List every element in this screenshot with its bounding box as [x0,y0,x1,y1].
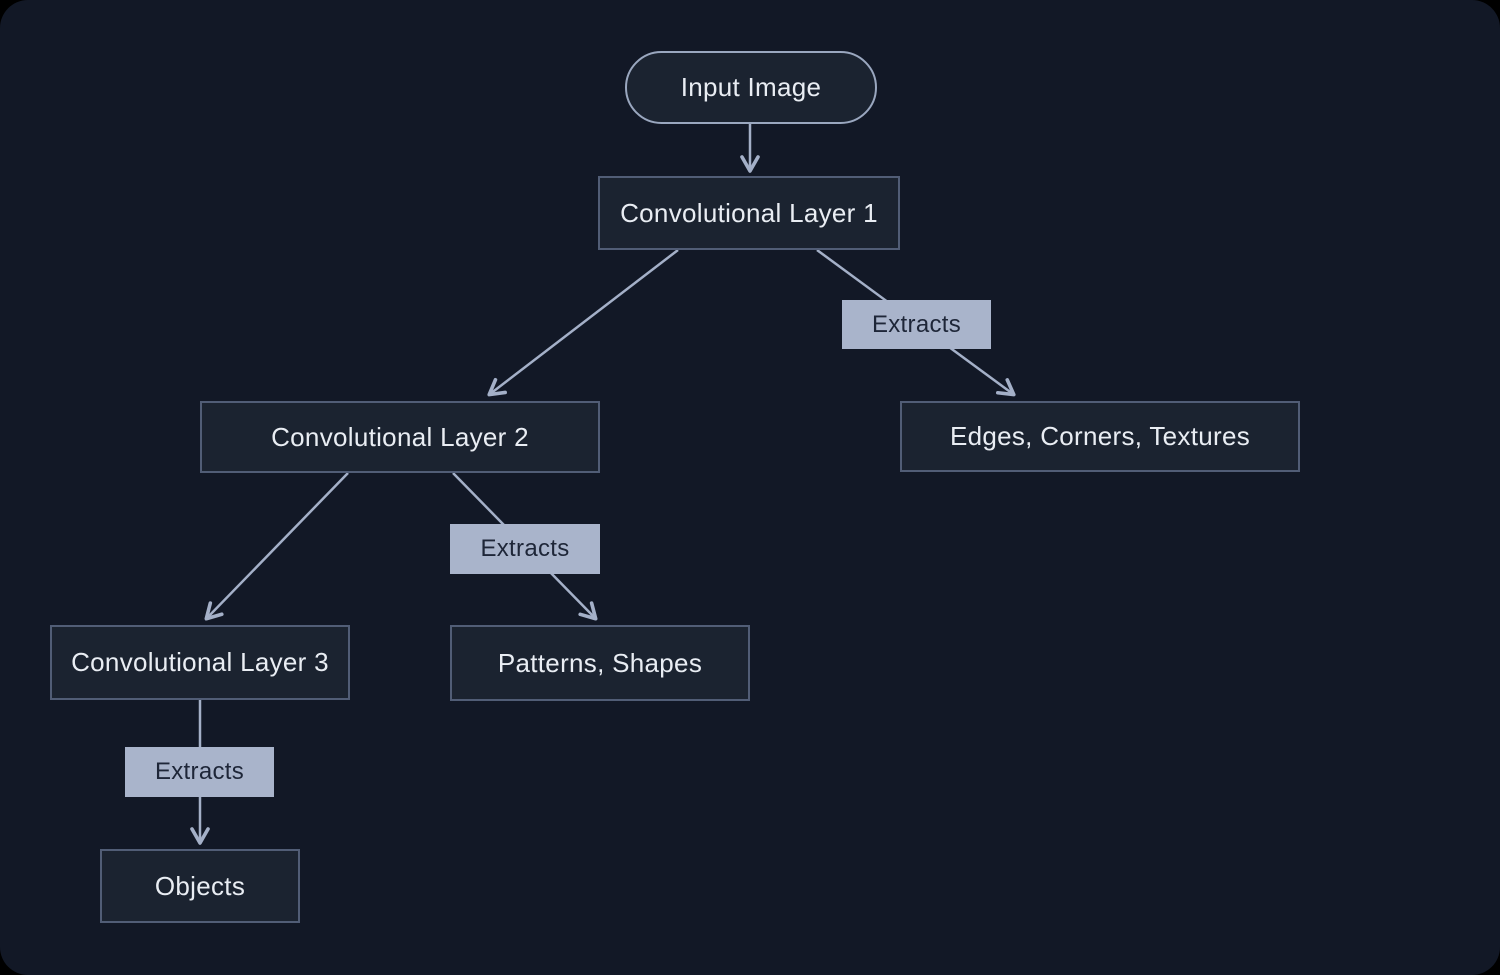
node-convolutional-layer-2: Convolutional Layer 2 [200,401,600,473]
edge-conv2-conv3 [204,472,349,621]
node-objects: Objects [100,849,300,923]
edge-label-extracts-3: Extracts [125,747,274,797]
node-patterns-shapes: Patterns, Shapes [450,625,750,701]
edge-label-extracts-2: Extracts [450,524,600,574]
edge-label-extracts-1: Extracts [842,300,991,349]
node-convolutional-layer-3: Convolutional Layer 3 [50,625,350,700]
edge-conv1-conv2 [487,249,679,397]
node-edges-corners-textures: Edges, Corners, Textures [900,401,1300,472]
node-convolutional-layer-1: Convolutional Layer 1 [598,176,900,250]
node-input-image: Input Image [625,51,877,124]
